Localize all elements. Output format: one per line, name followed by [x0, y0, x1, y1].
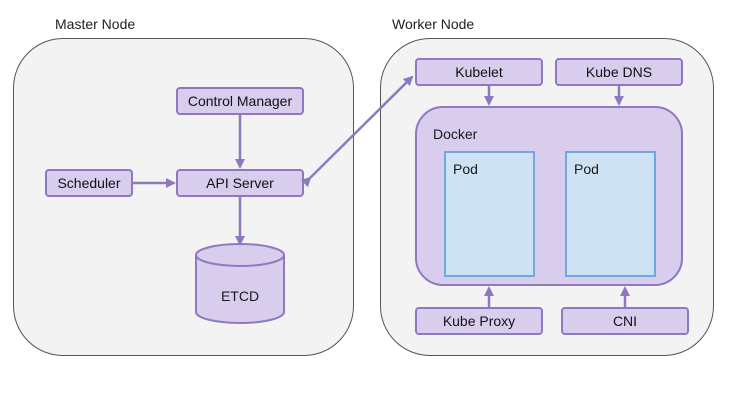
pod-box: Pod: [444, 151, 535, 277]
control-manager-box: Control Manager: [176, 87, 304, 115]
cni-box: CNI: [561, 307, 689, 335]
arrow-api-server-kubelet: [300, 75, 414, 188]
kube-dns-box: Kube DNS: [555, 58, 683, 86]
worker-node-title: Worker Node: [392, 16, 475, 32]
pod-label: Pod: [574, 161, 599, 177]
scheduler-box: Scheduler: [45, 169, 133, 197]
pod-box: Pod: [565, 151, 656, 277]
etcd-cylinder: [195, 243, 285, 324]
kubelet-box: Kubelet: [415, 58, 543, 86]
pod-label: Pod: [453, 161, 478, 177]
kube-proxy-box: Kube Proxy: [415, 307, 543, 335]
master-node-title: Master Node: [55, 16, 136, 32]
docker-label: Docker: [433, 126, 478, 142]
docker-container: Docker Pod Pod: [415, 106, 683, 286]
etcd-label: ETCD: [220, 288, 260, 304]
api-server-box: API Server: [176, 169, 304, 197]
